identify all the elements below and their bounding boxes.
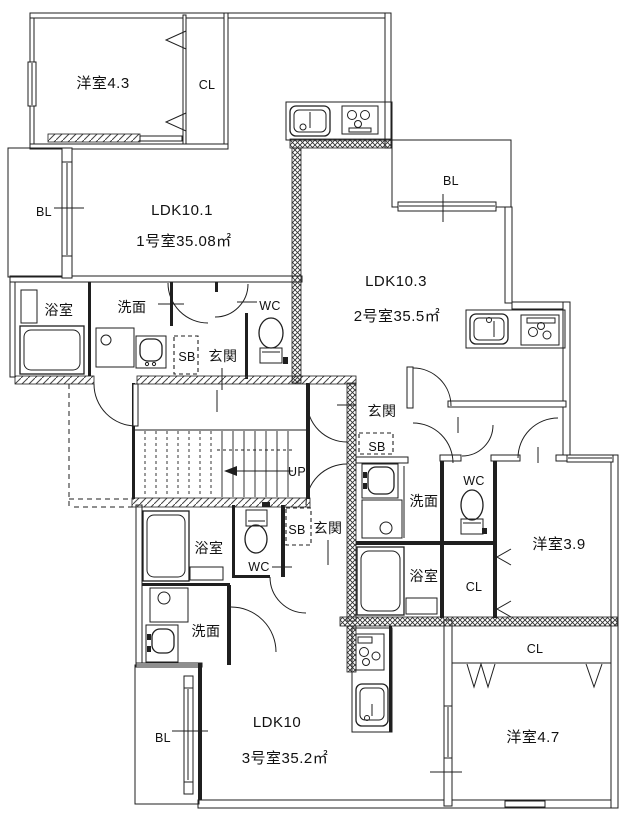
label-stairs-up: UP: [288, 465, 306, 479]
fixtures: [19, 101, 566, 733]
label-unit3-ldk: LDK10: [253, 714, 301, 731]
bathtub-1: [19, 289, 85, 375]
label-unit2-entrance: 玄関: [368, 403, 397, 419]
stove-icon: [520, 314, 560, 346]
washer-pan-3: [149, 587, 189, 623]
label-unit3-shoebox: SB: [288, 523, 305, 537]
label-leaders: [158, 301, 356, 568]
shoe-box-2: [358, 432, 394, 455]
washer-pan-2: [361, 499, 403, 539]
stove-icon: [341, 105, 379, 135]
label-unit2-closet: CL: [466, 580, 483, 594]
closet-door-chevron: [164, 30, 187, 50]
door-unit2-bedroom: [517, 417, 559, 459]
label-unit1-bath: 浴室: [45, 302, 74, 318]
label-unit3-bath: 浴室: [195, 540, 224, 556]
door-unit3-entrance: [305, 463, 348, 506]
washer-pan-1: [95, 327, 135, 368]
label-unit2-ldk: LDK10.3: [365, 273, 427, 290]
label-unit3-washroom: 洗面: [192, 623, 221, 639]
label-unit1-wc: WC: [259, 299, 280, 313]
label-unit3-wc: WC: [248, 560, 269, 574]
label-unit3-bedroom: 洋室4.7: [506, 729, 559, 746]
balcony-3-outline: [134, 664, 200, 805]
door-unit3-washroom: [230, 606, 277, 653]
toilet-3: [244, 502, 270, 554]
doors: [93, 30, 603, 689]
shoe-box-1: [173, 335, 199, 375]
label-unit3-area: 3号室35.2㎡: [242, 750, 329, 767]
label-unit2-wc: WC: [463, 474, 484, 488]
door-unit2-ldk: [412, 367, 452, 407]
shoe-box-3: [285, 507, 312, 546]
label-unit3-closet: CL: [527, 642, 544, 656]
label-unit2-shoebox: SB: [368, 440, 385, 454]
porch-dashed-outline: [68, 384, 134, 508]
hanger-pipe-mark: [585, 663, 603, 689]
vanity-sink-1: [135, 335, 167, 369]
door-unit3-wc: [269, 576, 307, 614]
closet-door-chevron: [164, 112, 187, 132]
label-unit1-shoebox: SB: [178, 350, 195, 364]
label-balcony-2: BL: [443, 174, 459, 188]
kitchen-counter-3: [351, 627, 393, 733]
label-unit2-washroom: 洗面: [410, 493, 439, 509]
door-unit1-wc: [214, 283, 249, 318]
labels: 洋室4.3 CL BL LDK10.1 1号室35.08㎡ BL LDK10.3…: [36, 75, 585, 767]
label-unit2-bath: 浴室: [410, 568, 439, 584]
kitchen-counter-1: [285, 101, 393, 141]
door-unit2-entrance: [306, 401, 348, 443]
hanger-pipe-mark: [466, 662, 496, 689]
label-unit1-entrance: 玄関: [209, 348, 238, 364]
door-unit1-washroom: [167, 282, 209, 324]
door-unit1-entrance: [93, 383, 137, 427]
label-closet-top: CL: [199, 78, 216, 92]
windows: [7, 61, 614, 808]
label-unit3-entrance: 玄関: [314, 520, 343, 536]
label-unit2-bedroom: 洋室3.9: [532, 536, 585, 553]
toilet-1: [258, 317, 288, 364]
label-unit1-ldk: LDK10.1: [151, 202, 213, 219]
vanity-sink-3: [145, 624, 179, 663]
label-unit2-area: 2号室35.5㎡: [354, 308, 441, 325]
stove-icon: [355, 633, 385, 671]
staircase: [133, 429, 308, 497]
vanity-sink-2: [361, 463, 399, 499]
bathtub-2: [356, 546, 438, 616]
toilet-2: [460, 489, 487, 535]
bathtub-3: [142, 510, 224, 582]
label-unit1-area: 1号室35.08㎡: [136, 233, 231, 250]
door-unit2-washroom: [412, 422, 454, 464]
label-balcony-1: BL: [36, 205, 52, 219]
kitchen-counter-2: [465, 309, 566, 349]
label-unit1-bedroom: 洋室4.3: [76, 75, 129, 92]
label-balcony-3: BL: [155, 731, 171, 745]
label-unit1-washroom: 洗面: [118, 299, 147, 315]
door-unit2-wc: [461, 424, 494, 457]
